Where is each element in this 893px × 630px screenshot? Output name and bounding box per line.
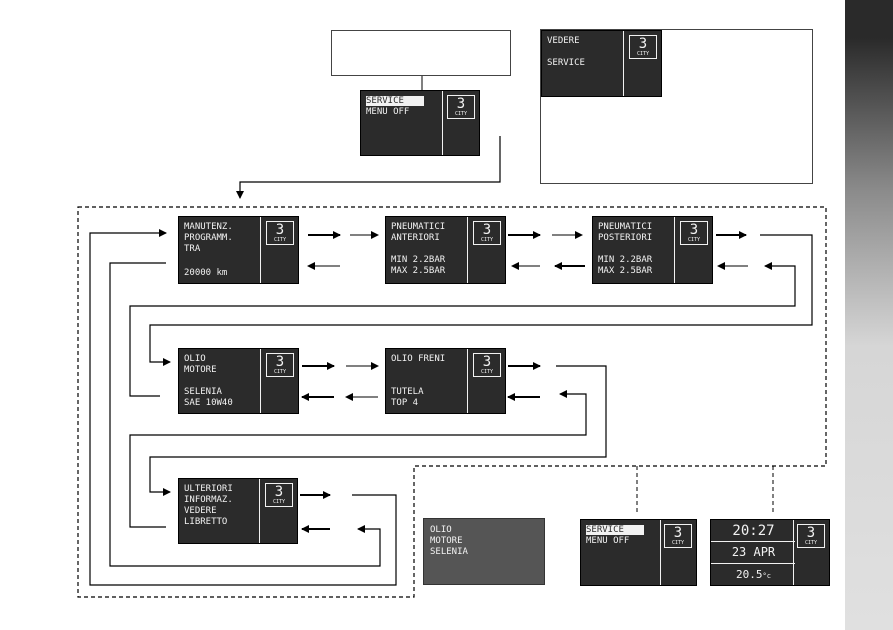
clock-time: 20:27 <box>732 523 775 539</box>
connector-r3-loop-start <box>89 229 397 586</box>
brake-fluid-type: TOP 4 <box>391 398 419 408</box>
clock-date: 23 APR <box>731 545 776 559</box>
service-label: SERVICE <box>547 58 585 68</box>
screen-line: MOTORE <box>430 536 463 546</box>
screen-line: OLIO <box>430 525 452 535</box>
service-highlight[interactable]: SERVICE <box>366 96 424 106</box>
screen-line: POSTERIORI <box>598 233 653 243</box>
oil-brand: SELENIA <box>184 387 222 397</box>
oil-grade: SAE 10W40 <box>184 398 233 408</box>
entry-connector <box>236 136 501 199</box>
screen-line: PNEUMATICI <box>598 222 653 232</box>
screen-line: VEDERE <box>184 506 217 516</box>
screen-line: SELENIA <box>430 547 468 557</box>
screen-line: TRA <box>184 244 201 254</box>
pressure-min: MIN 2.2BAR <box>391 255 446 265</box>
pressure-min: MIN 2.2BAR <box>598 255 653 265</box>
screen-line: OLIO FRENI <box>391 354 446 364</box>
lcd-olio-selenia: OLIO MOTORE SELENIA <box>423 518 545 585</box>
screen-line: MANUTENZ. <box>184 222 233 232</box>
distance-value: 20000 km <box>184 268 228 278</box>
connector-r1-to-r2 <box>149 234 813 366</box>
temperature-readout: 20.5°c <box>711 568 796 583</box>
divider <box>711 563 795 564</box>
pressure-max: MAX 2.5BAR <box>598 266 653 276</box>
connector-back-r3-to-r2 <box>129 390 587 528</box>
connector-r2-to-r3 <box>149 365 607 496</box>
screen-line: INFORMAZ. <box>184 495 233 505</box>
lcd-pneumatici-anteriori: PNEUMATICI ANTERIORI MIN 2.2BAR MAX 2.5B… <box>385 216 506 284</box>
menu-off-label[interactable]: MENU OFF <box>366 107 410 117</box>
brake-fluid-brand: TUTELA <box>391 387 424 397</box>
connector-back-r1-to-r3 <box>109 262 381 567</box>
temperature-unit: °c <box>762 572 771 580</box>
screen-line: OLIO <box>184 354 206 364</box>
service-highlight[interactable]: SERVICE <box>586 525 644 535</box>
connector-back-r2-to-r1 <box>129 262 796 397</box>
lcd-pneumatici-posteriori: PNEUMATICI POSTERIORI MIN 2.2BAR MAX 2.5… <box>592 216 713 284</box>
callout-box-top <box>331 30 511 76</box>
screen-line: MOTORE <box>184 365 217 375</box>
page-edge-tab <box>845 0 893 630</box>
screen-line: ANTERIORI <box>391 233 440 243</box>
temperature-value: 20.5 <box>736 568 763 581</box>
screen-line: PNEUMATICI <box>391 222 446 232</box>
screen-line: LIBRETTO <box>184 517 228 527</box>
vedere-label: VEDERE <box>547 36 580 46</box>
menu-off-label[interactable]: MENU OFF <box>586 536 630 546</box>
pressure-max: MAX 2.5BAR <box>391 266 446 276</box>
divider <box>711 541 795 542</box>
dashed-frame <box>77 206 827 598</box>
screen-line: ULTERIORI <box>184 484 233 494</box>
screen-line: PROGRAMM. <box>184 233 233 243</box>
